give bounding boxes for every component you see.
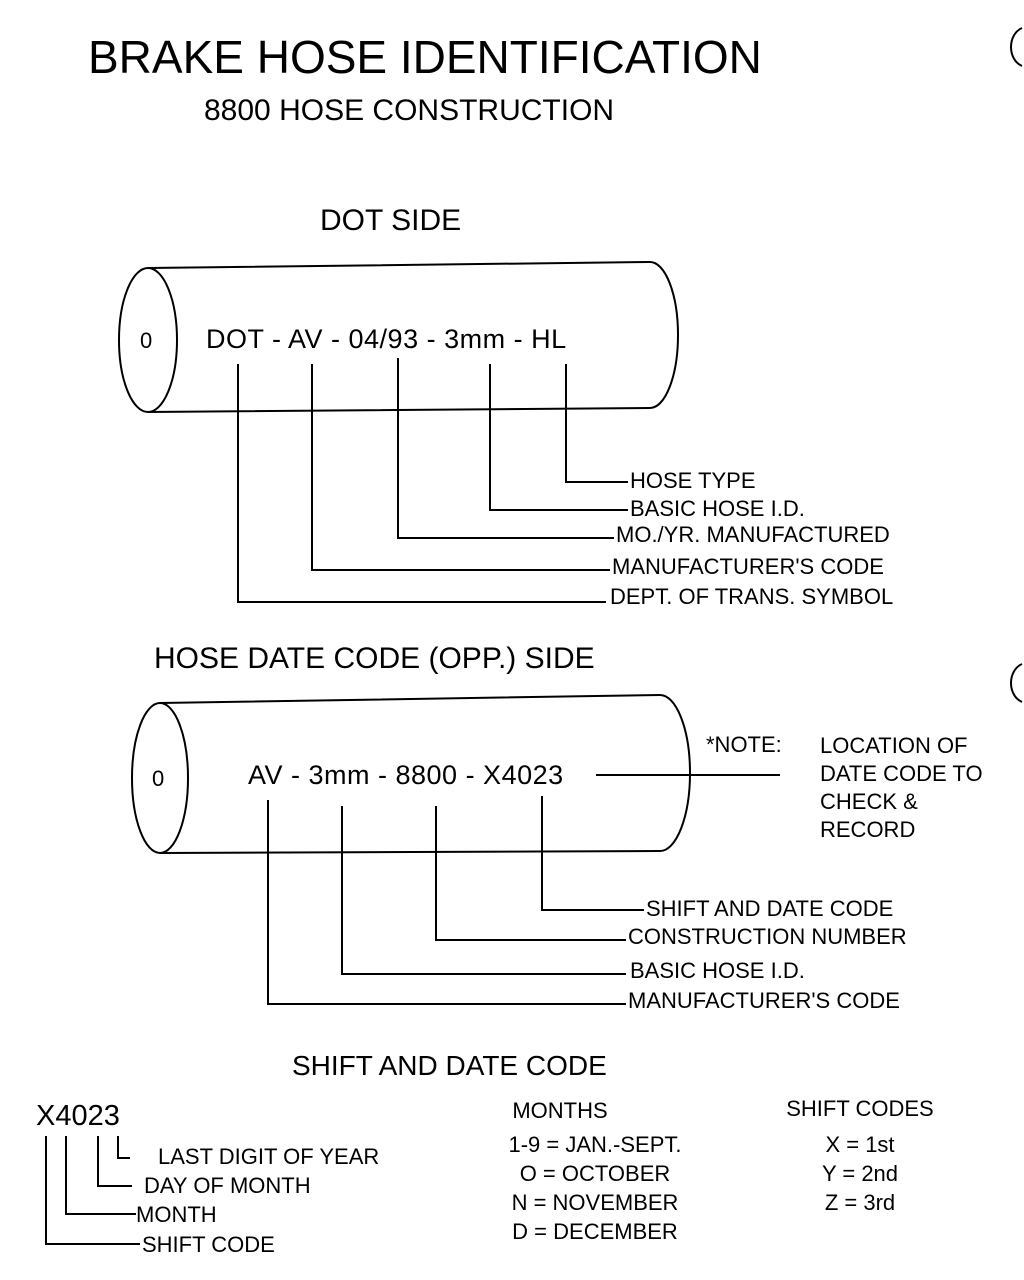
leader-manufacturer-code	[312, 364, 610, 570]
leader-construction-number	[436, 806, 626, 940]
date-side-end-mark: 0	[152, 766, 165, 791]
shift-codes-heading: SHIFT CODES	[786, 1096, 934, 1121]
months-heading: MONTHS	[512, 1098, 608, 1123]
dot-side-end-mark: 0	[140, 328, 153, 353]
leader-last-digit-year	[118, 1136, 130, 1158]
label-month: MONTH	[136, 1202, 217, 1227]
page-title: BRAKE HOSE IDENTIFICATION	[88, 31, 762, 83]
label-shift-date-code: SHIFT AND DATE CODE	[646, 896, 894, 921]
dot-side-heading: DOT SIDE	[320, 204, 462, 237]
months-item: 1-9 = JAN.-SEPT.	[508, 1132, 682, 1157]
page-subtitle: 8800 HOSE CONSTRUCTION	[204, 94, 615, 127]
label-dot-symbol: DEPT. OF TRANS. SYMBOL	[610, 584, 894, 609]
months-item: O = OCTOBER	[519, 1161, 671, 1186]
label-last-digit-year: LAST DIGIT OF YEAR	[158, 1144, 380, 1169]
shift-codes-item: Y = 2nd	[821, 1161, 899, 1186]
leader-shift-date-code	[542, 796, 644, 910]
punch-hole-top	[1011, 28, 1022, 66]
leader-manufacturer-code-2	[268, 800, 626, 1004]
punch-hole-middle	[1011, 664, 1022, 702]
shift-date-heading: SHIFT AND DATE CODE	[292, 1050, 607, 1081]
leader-shift-code	[46, 1136, 140, 1244]
label-hose-type: HOSE TYPE	[630, 468, 756, 493]
date-side-heading: HOSE DATE CODE (OPP.) SIDE	[154, 642, 595, 675]
label-day-of-month: DAY OF MONTH	[144, 1173, 311, 1198]
date-side-code: AV - 3mm - 8800 - X4023	[248, 760, 564, 790]
date-side-hose-cylinder	[132, 695, 690, 853]
leader-day-of-month	[98, 1136, 132, 1186]
dot-side-hose-cylinder	[119, 262, 678, 412]
label-manufacturer-code: MANUFACTURER'S CODE	[612, 554, 884, 579]
leader-month	[66, 1136, 136, 1214]
shift-codes-item: Z = 3rd	[824, 1190, 896, 1215]
note-text: LOCATION OF DATE CODE TO CHECK & RECORD	[820, 733, 983, 842]
leader-dot-symbol	[238, 364, 606, 602]
label-mo-yr-manufactured: MO./YR. MANUFACTURED	[616, 522, 890, 547]
note-prefix: *NOTE:	[706, 732, 782, 757]
leader-basic-hose-id	[490, 364, 628, 510]
dot-side-code: DOT - AV - 04/93 - 3mm - HL	[206, 324, 567, 354]
label-construction-number: CONSTRUCTION NUMBER	[628, 924, 907, 949]
label-basic-hose-id-2: BASIC HOSE I.D.	[630, 958, 805, 983]
example-code: X4023	[36, 1100, 120, 1132]
label-manufacturer-code-2: MANUFACTURER'S CODE	[628, 988, 900, 1013]
months-item: N = NOVEMBER	[511, 1190, 679, 1215]
leader-mo-yr	[398, 358, 614, 538]
months-item: D = DECEMBER	[512, 1219, 678, 1244]
shift-codes-item: X = 1st	[825, 1132, 895, 1157]
leader-hose-type	[566, 364, 628, 482]
label-basic-hose-id: BASIC HOSE I.D.	[630, 496, 805, 521]
label-shift-code: SHIFT CODE	[142, 1232, 275, 1257]
leader-basic-hose-id-2	[342, 806, 626, 974]
